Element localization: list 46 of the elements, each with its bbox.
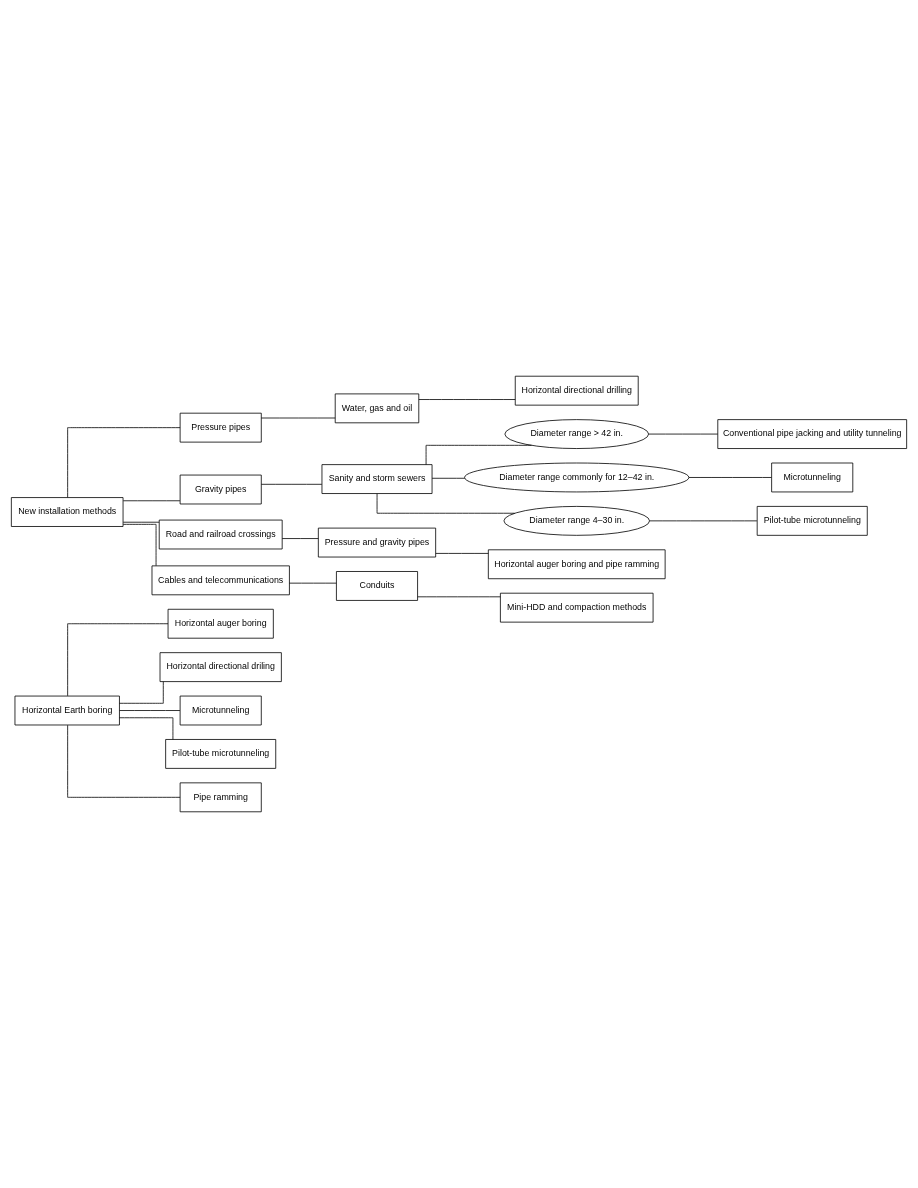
node-box: Conventional pipe jacking and utility tunneling <box>717 419 908 449</box>
node-box: Microtunneling <box>771 462 854 493</box>
connector <box>122 500 181 502</box>
connector <box>648 433 719 435</box>
node-box: Mini-HDD and compaction methods <box>500 592 654 623</box>
connector <box>122 521 160 523</box>
connector <box>119 681 164 704</box>
node-box: Microtunneling <box>179 695 262 726</box>
node-box: Pipe ramming <box>179 782 262 813</box>
connector <box>119 710 181 711</box>
node-box: Horizontal auger boring and pipe ramming <box>487 549 666 580</box>
node-box: Pilot-tube microtunneling <box>756 506 868 536</box>
connector <box>260 417 336 419</box>
node-box: Pressure pipes <box>179 412 262 443</box>
connector <box>67 427 181 498</box>
node-ellipse: Diameter range > 42 in. <box>504 419 649 449</box>
node-box: Sanity and storm sewers <box>321 464 433 494</box>
node-box: Pressure and gravity pipes <box>317 527 437 558</box>
node-box: New installation methods <box>10 497 124 527</box>
connector <box>435 553 489 554</box>
connector <box>425 444 532 465</box>
node-box: Horizontal auger boring <box>167 608 274 639</box>
connector <box>418 399 516 400</box>
connector <box>281 538 319 539</box>
connector <box>289 582 337 584</box>
node-box: Gravity pipes <box>179 474 262 505</box>
connector <box>67 623 169 697</box>
node-box: Horizontal directional drilling <box>514 375 639 406</box>
connector <box>417 596 501 598</box>
connector <box>67 724 181 798</box>
connector <box>119 717 174 740</box>
connector <box>122 523 157 567</box>
node-ellipse: Diameter range commonly for 12–42 in. <box>464 462 690 493</box>
connector <box>260 483 323 485</box>
connector <box>688 477 772 478</box>
connector <box>376 493 516 514</box>
connector <box>431 477 466 479</box>
node-box: Cables and telecommunications <box>151 565 290 596</box>
node-box: Horizontal directional driling <box>159 652 282 682</box>
node-box: Pilot-tube microtunneling <box>165 739 277 769</box>
connector <box>649 520 758 522</box>
node-ellipse: Diameter range 4–30 in. <box>503 506 650 536</box>
node-box: Conduits <box>336 571 418 601</box>
node-box: Water, gas and oil <box>334 393 420 424</box>
node-box: Road and railroad crossings <box>158 519 283 550</box>
node-box: Horizontal Earth boring <box>14 695 120 726</box>
